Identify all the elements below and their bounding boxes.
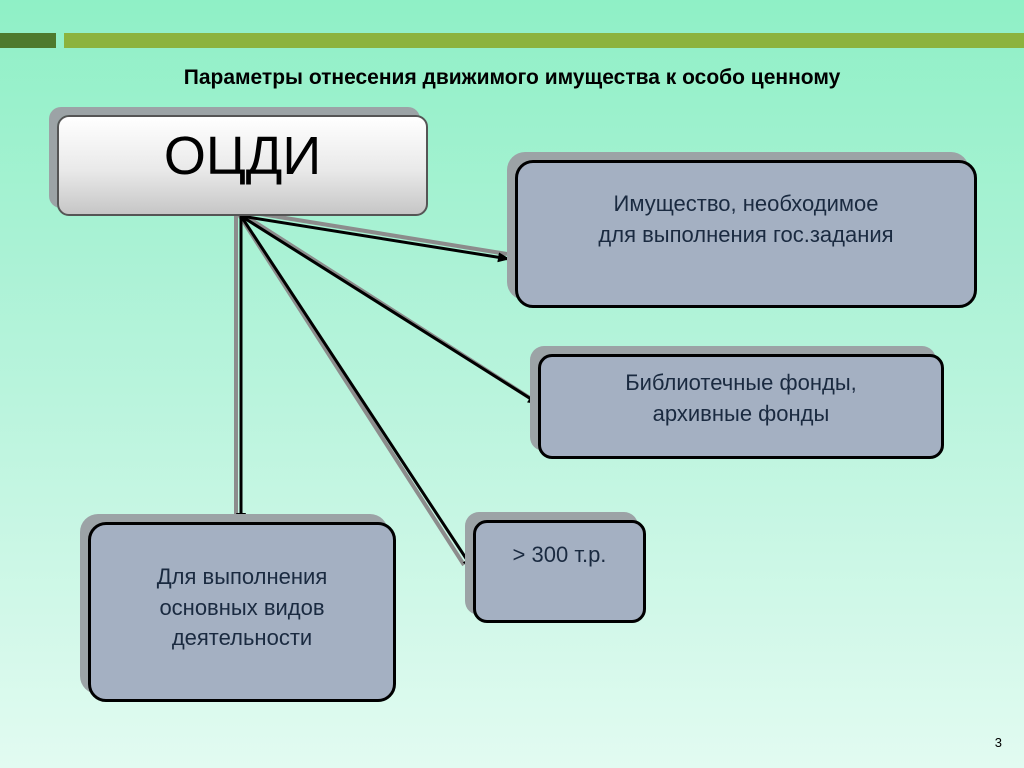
arrow-to-stoimost: [239, 215, 475, 570]
header-bar-dark: [0, 33, 56, 48]
arrow-shadows: [234, 208, 532, 567]
header-bar-light: [64, 33, 1024, 48]
node-osnovnye-vidy-label: Для выполнения основных видов деятельнос…: [156, 563, 328, 651]
slide-title: Параметры отнесения движимого имущества …: [183, 66, 841, 89]
node-osnovnye-vidy: Для выполнения основных видов деятельнос…: [88, 522, 396, 702]
node-fondy-label: Библиотечные фонды, архивные фонды: [625, 369, 857, 426]
arrow-to-gos-zadanie: [240, 214, 510, 263]
node-gos-zadanie-label: Имущество, необходимое для выполнения го…: [598, 191, 894, 247]
node-gos-zadanie: Имущество, необходимое для выполнения го…: [515, 160, 977, 308]
arrow-to-fondy: [240, 214, 540, 406]
node-stoimost-label: > 300 т.р.: [512, 542, 607, 568]
node-stoimost: > 300 т.р.: [473, 520, 646, 623]
page-number: 3: [994, 735, 1002, 750]
root-node-ocdi: ОЦДИ: [57, 115, 428, 216]
node-fondy: Библиотечные фонды, архивные фонды: [538, 354, 944, 459]
root-node-label: ОЦДИ: [163, 125, 322, 186]
